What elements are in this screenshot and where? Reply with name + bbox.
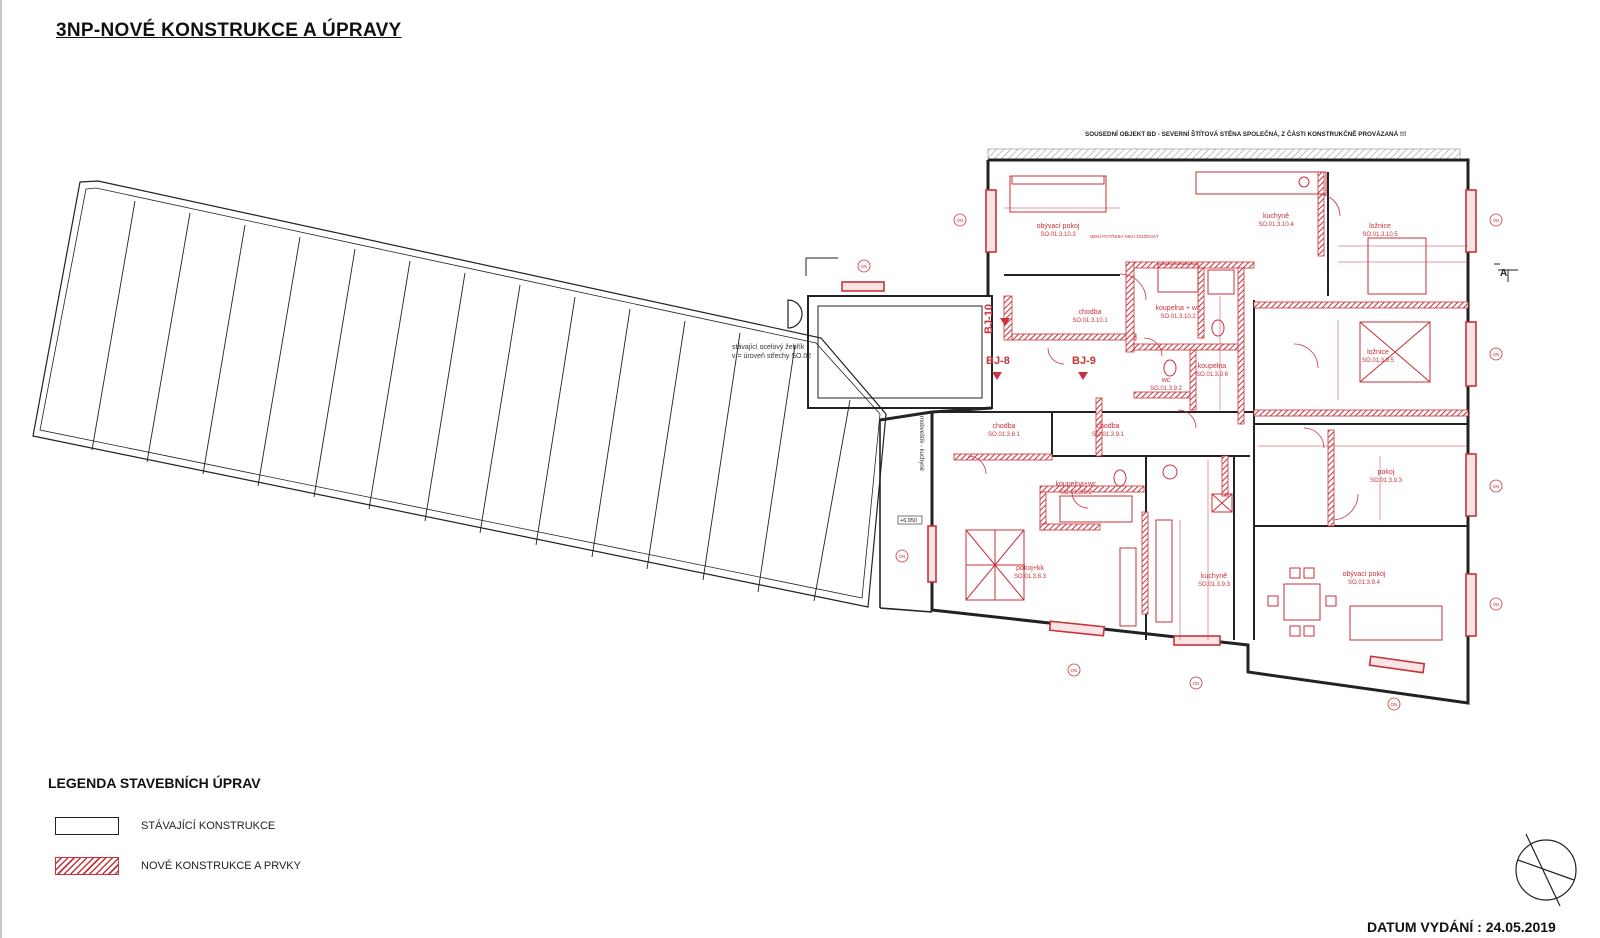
kitchen-counter-left (1119, 547, 1137, 627)
room-name: koupelna (1198, 363, 1227, 370)
room-code: SO.01.3.10.1 (1072, 318, 1108, 324)
room-name: ložnice (1367, 349, 1389, 356)
bed-mid (1359, 321, 1431, 383)
room-name: pokoj (1378, 469, 1395, 476)
room-code: SO.01.3.9.3 (1370, 478, 1403, 484)
legend-swatch-existing (55, 817, 119, 835)
section-marks (805, 257, 1518, 282)
unit-tags: BJ-10 BJ-8 BJ-9 (983, 304, 1096, 367)
room-name: kuchyně (1201, 573, 1227, 580)
north-arrow-icon (1515, 833, 1577, 907)
issue-date: DATUM VYDÁNÍ : 24.05.2019 (1367, 919, 1556, 935)
window-tag-label: ON (957, 218, 964, 223)
sofa-living (1349, 605, 1443, 641)
legend-swatch-new (55, 857, 119, 875)
side-label: mobveštík - kuchyně (918, 416, 924, 472)
room-code: SO.01.3.10.3 (1040, 232, 1076, 238)
legend-label-existing: STÁVAJÍCÍ KONSTRUKCE (141, 820, 276, 832)
room-code: SO.01.3.8.2 (1060, 490, 1093, 496)
unit-tag-bj10: BJ-10 (983, 304, 995, 334)
room-name: obývací pokoj (1343, 571, 1386, 578)
ladder-note-2: v = úroveň střechy SO.02 (732, 353, 811, 360)
room-name: chodba (1097, 423, 1120, 430)
level-mark: +6.950 (900, 518, 917, 524)
stair-core (787, 295, 993, 409)
room-name: obývací pokoj (1037, 223, 1080, 230)
room-name: koupelna+wc (1055, 481, 1097, 488)
kitchen-counter-top (1195, 171, 1327, 195)
unit-tag-bj8: BJ-8 (986, 355, 1010, 367)
window-tag-label: ON (1493, 484, 1500, 489)
windows (841, 189, 1477, 674)
page-frame-edge (0, 0, 2, 938)
existing-walls (932, 172, 1468, 640)
room-name: pokoj+kk (1016, 565, 1044, 572)
ladder-note: stávající ocelový žebřík (732, 344, 805, 351)
neighbor-wall (987, 148, 1461, 161)
room-name: koupelna + wc (1156, 305, 1201, 312)
room-name: chodba (1079, 309, 1102, 316)
building-outline (879, 158, 1470, 705)
legend-label-new: NOVÉ KONSTRUKCE A PRVKY (141, 860, 301, 872)
door-swings (967, 193, 1359, 521)
window-tags (857, 213, 1503, 711)
section-mark: A (1500, 268, 1507, 279)
kitchen-counter-mid (1155, 519, 1173, 623)
window-tag-label: ON (899, 554, 906, 559)
window-tag-label: ON (1193, 681, 1200, 686)
window-tag-label: ON (1071, 668, 1078, 673)
room-code: SO.01.3.9.4 (1348, 580, 1381, 586)
level-mark-box (897, 515, 923, 525)
neighbor-note: SOUSEDNÍ OBJEKT BD - SEVERNÍ ŠTÍTOVÁ STĚ… (1085, 129, 1406, 138)
room-name: ložnice (1369, 223, 1391, 230)
room-name: kuchyně (1263, 213, 1289, 220)
bathtub-top (1157, 263, 1199, 293)
bed-top (1367, 237, 1427, 295)
room-labels: obývací pokoj SO.01.3.10.3 kuchyně SO.01… (988, 213, 1403, 588)
roof-slab (32, 180, 887, 608)
room-name: wc (1161, 377, 1171, 384)
window-tag-label: ON (1493, 602, 1500, 607)
issue-date-text: DATUM VYDÁNÍ : 24.05.2019 (1367, 919, 1556, 935)
window-tag-label: ON (1493, 352, 1500, 357)
furniture (965, 171, 1443, 641)
sofa-top (1009, 175, 1107, 213)
window-tag-label: ON (1493, 218, 1500, 223)
dining-table (1283, 583, 1321, 621)
window-tag-label: ON (861, 264, 868, 269)
room-code: SO.01.3.9.2 (1150, 386, 1183, 392)
roof-panel-lines (91, 200, 851, 602)
new-walls (953, 171, 1469, 615)
room-code: SO.01.3.9.1 (1092, 432, 1125, 438)
room-code: SO.01.3.10.2 (1160, 314, 1196, 320)
room-name: chodba (993, 423, 1016, 430)
room-code: SO.01.3.8.3 (1014, 574, 1047, 580)
unit-tag-markers (992, 318, 1088, 380)
drawing-title: 3NP-NOVÉ KONSTRUKCE A ÚPRAVY (56, 20, 402, 41)
window-tag-label: ON (1391, 702, 1398, 707)
room-code: SO.01.3.9.3 (1198, 582, 1231, 588)
legend-title: LEGENDA STAVEBNÍCH ÚPRAV (48, 775, 261, 791)
room-code: SO.01.3.8.1 (988, 432, 1021, 438)
room-code: SO.01.3.10.4 (1258, 222, 1294, 228)
room-code: SO.01.3.9.5 (1362, 358, 1395, 364)
dimension-lines (1004, 207, 1468, 640)
niche-note: NENÍ POTŘEBA NIKU DOZDÍVAT (1090, 232, 1159, 239)
room-code: SO.01.3.10.5 (1362, 232, 1398, 238)
unit-tag-bj9: BJ-9 (1072, 355, 1096, 367)
room-code: SO.01.3.9.6 (1196, 372, 1229, 378)
